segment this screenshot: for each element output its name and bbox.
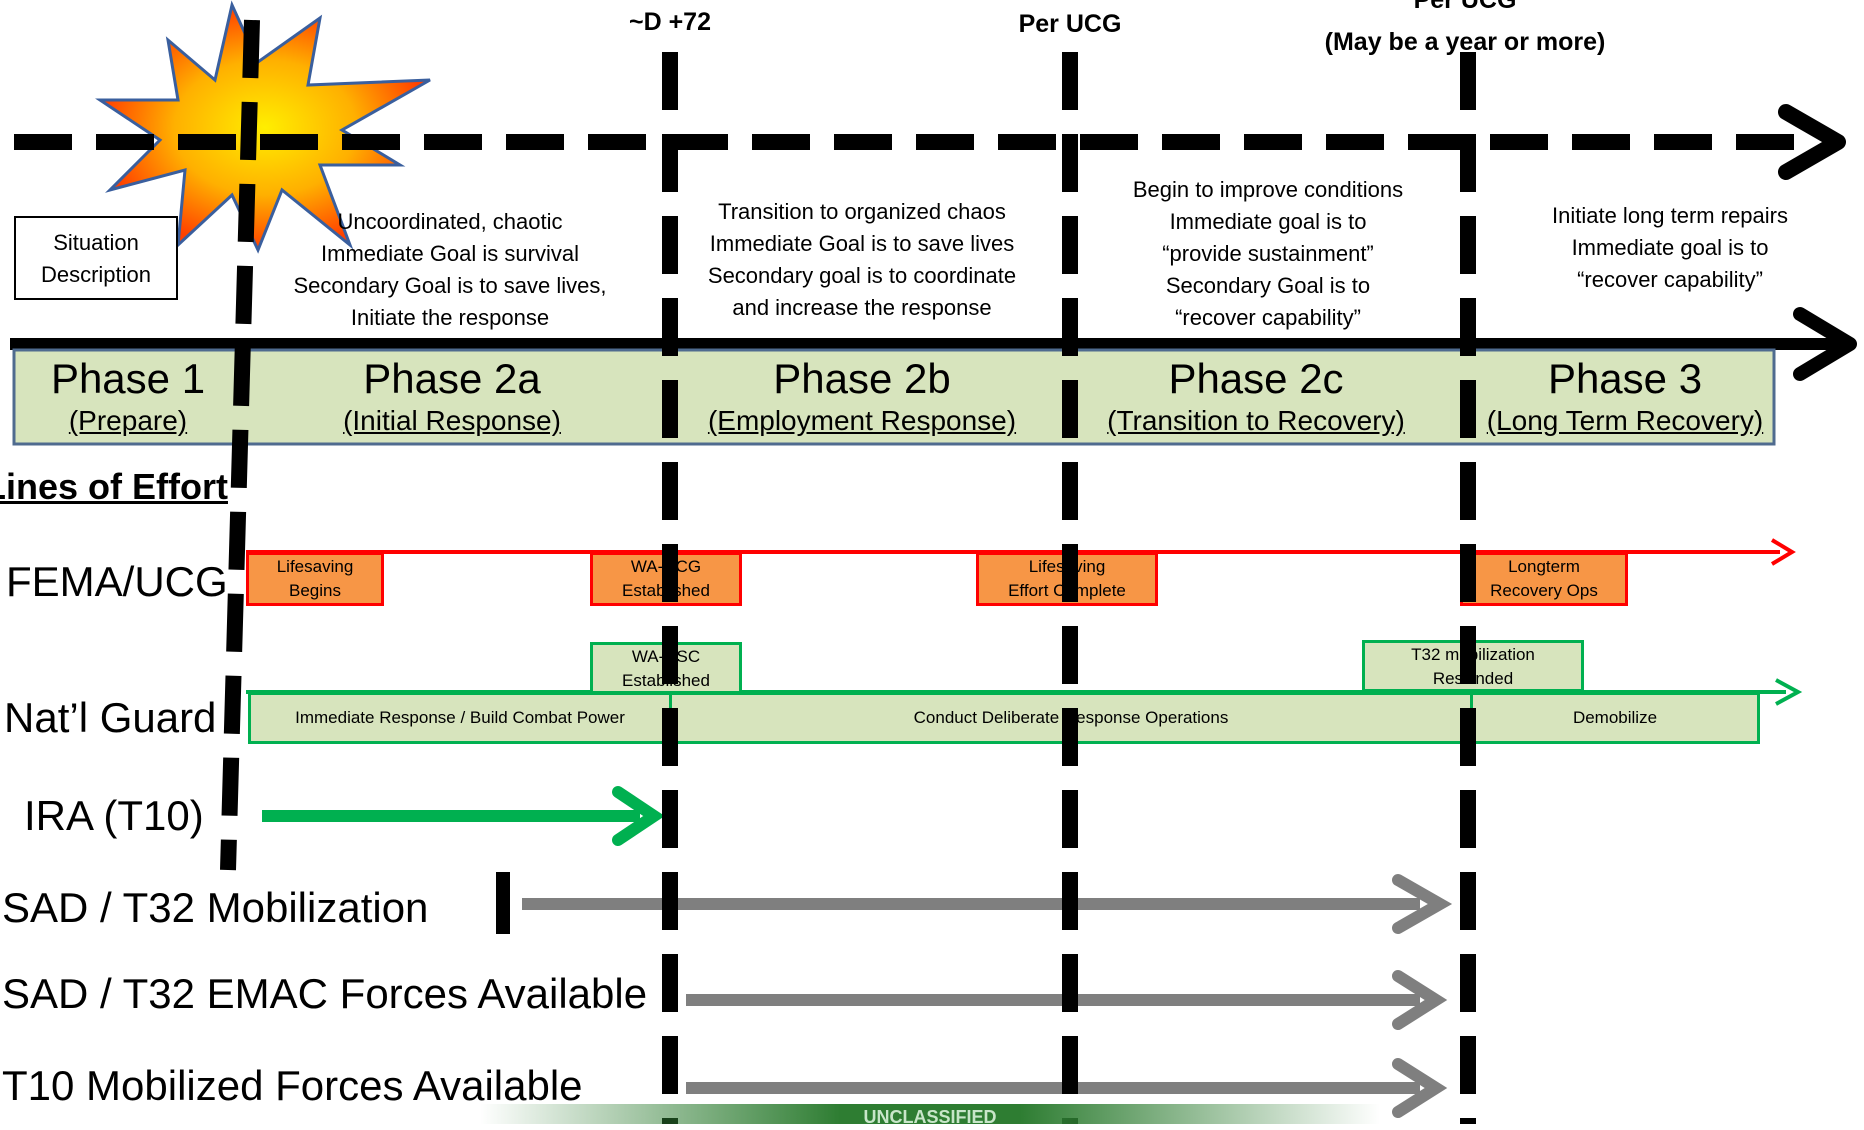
lane-t10-mobilized: T10 Mobilized Forces Available bbox=[2, 1062, 583, 1109]
header-year-note: (May be a year or more) bbox=[1324, 28, 1606, 56]
phase-subtitle: (Employment Response) bbox=[707, 405, 1017, 436]
situation-description-box: Situation Description bbox=[14, 216, 178, 300]
fema-event-longterm-recovery: Longterm Recovery Ops bbox=[1460, 552, 1628, 606]
lane-sad-t32-mobilization: SAD / T32 Mobilization bbox=[2, 884, 429, 931]
phase-subtitle: (Transition to Recovery) bbox=[1107, 405, 1405, 436]
desc-line: Initiate long term repairs bbox=[1552, 203, 1788, 228]
fema-event-wa-ucg: WA-UCG Established bbox=[590, 552, 742, 606]
event-line: Longterm bbox=[1508, 557, 1580, 576]
event-line: Begins bbox=[289, 581, 341, 600]
desc-line: Immediate Goal is survival bbox=[321, 241, 579, 266]
header-per-ucg-2: Per UCG bbox=[1413, 0, 1517, 14]
phase-band bbox=[12, 348, 1776, 446]
desc-line: and increase the response bbox=[732, 295, 992, 320]
phase-1: Phase 1 (Prepare) bbox=[14, 350, 242, 444]
event-line: Recovery Ops bbox=[1490, 581, 1598, 600]
desc-line: Immediate goal is to bbox=[1169, 209, 1367, 234]
phase-name: Phase 3 bbox=[1547, 355, 1703, 402]
header-d72: ~D +72 bbox=[628, 8, 711, 36]
event-line: Effort Complete bbox=[1008, 581, 1126, 600]
lines-of-effort-heading: Lines of Effort bbox=[0, 466, 228, 507]
desc-line: Transition to organized chaos bbox=[718, 199, 1006, 224]
event-line: Established bbox=[622, 671, 710, 690]
phase-subtitle: (Initial Response) bbox=[343, 405, 561, 436]
phase-3: Phase 3 (Long Term Recovery) bbox=[1470, 350, 1780, 444]
t10-mobilized-arrow-head bbox=[1392, 1058, 1448, 1118]
event-line: WA-DSC bbox=[631, 647, 701, 666]
phase2c-description: Begin to improve conditions Immediate go… bbox=[1088, 174, 1448, 334]
solid-arrow-head bbox=[1793, 307, 1857, 381]
phase-name: Phase 2c bbox=[1168, 355, 1344, 402]
desc-line: Immediate goal is to bbox=[1571, 235, 1769, 260]
desc-line: Begin to improve conditions bbox=[1132, 177, 1404, 202]
top-arrow-head bbox=[1778, 104, 1846, 180]
phase2b-description: Transition to organized chaos Immediate … bbox=[682, 196, 1042, 324]
phase2a-description: Uncoordinated, chaotic Immediate Goal is… bbox=[270, 206, 630, 334]
lane-sad-t32-emac: SAD / T32 EMAC Forces Available bbox=[2, 970, 648, 1017]
lane-natl-guard: Nat’l Guard bbox=[4, 694, 217, 741]
guard-arrow-head bbox=[1775, 678, 1803, 706]
event-line: Lifesaving bbox=[276, 557, 354, 576]
lane-ira: IRA (T10) bbox=[24, 792, 204, 839]
phase-2b: Phase 2b (Employment Response) bbox=[672, 350, 1052, 444]
lane-fema: FEMA/UCG bbox=[6, 558, 228, 605]
ira-arrow-head bbox=[612, 786, 665, 846]
guard-bar-demobilize: Demobilize bbox=[1470, 692, 1760, 744]
event-line: Rescinded bbox=[1432, 669, 1514, 688]
sad-t32-mobilization-arrow-head bbox=[1392, 874, 1453, 934]
desc-line: Initiate the response bbox=[350, 305, 550, 330]
desc-line: Secondary goal is to coordinate bbox=[707, 263, 1017, 288]
event-line: WA-UCG bbox=[630, 557, 702, 576]
phase-name: Phase 1 bbox=[50, 355, 206, 402]
desc-line: “recover capability” bbox=[1175, 305, 1361, 330]
emac-arrow-head bbox=[1392, 970, 1448, 1030]
phase-2c: Phase 2c (Transition to Recovery) bbox=[1072, 350, 1440, 444]
desc-line: Immediate Goal is to save lives bbox=[709, 231, 1015, 256]
guard-event-t32-rescinded: T32 mobilization Rescinded bbox=[1362, 640, 1584, 692]
desc-line: Uncoordinated, chaotic bbox=[337, 209, 563, 234]
phase-2a: Phase 2a (Initial Response) bbox=[248, 350, 656, 444]
phase-subtitle: (Long Term Recovery) bbox=[1486, 405, 1764, 436]
fema-arrow-head bbox=[1770, 538, 1796, 566]
event-line: Established bbox=[622, 581, 710, 600]
classification-footer: UNCLASSIFIED bbox=[480, 1104, 1380, 1127]
fema-event-lifesaving-begins: Lifesaving Begins bbox=[246, 552, 384, 606]
header-per-ucg: Per UCG bbox=[1018, 10, 1122, 38]
event-line: Lifesaving bbox=[1028, 557, 1106, 576]
guard-bar-immediate-response: Immediate Response / Build Combat Power bbox=[248, 692, 672, 744]
desc-line: Secondary Goal is to bbox=[1165, 273, 1371, 298]
guard-event-wa-dsc: WA-DSC Established bbox=[590, 642, 742, 694]
desc-line: “provide sustainment” bbox=[1162, 241, 1374, 266]
phase-subtitle: (Prepare) bbox=[68, 405, 188, 436]
phase-name: Phase 2b bbox=[773, 355, 951, 402]
phase3-description: Initiate long term repairs Immediate goa… bbox=[1500, 200, 1840, 296]
event-line: T32 mobilization bbox=[1411, 645, 1535, 664]
fema-event-lifesaving-complete: Lifesaving Effort Complete bbox=[976, 552, 1158, 606]
desc-line: “recover capability” bbox=[1577, 267, 1763, 292]
phase-name: Phase 2a bbox=[363, 355, 541, 402]
guard-bar-deliberate-response: Conduct Deliberate Response Operations bbox=[669, 692, 1473, 744]
desc-line: Secondary Goal is to save lives, bbox=[293, 273, 607, 298]
mobilization-start-bar bbox=[496, 872, 510, 934]
